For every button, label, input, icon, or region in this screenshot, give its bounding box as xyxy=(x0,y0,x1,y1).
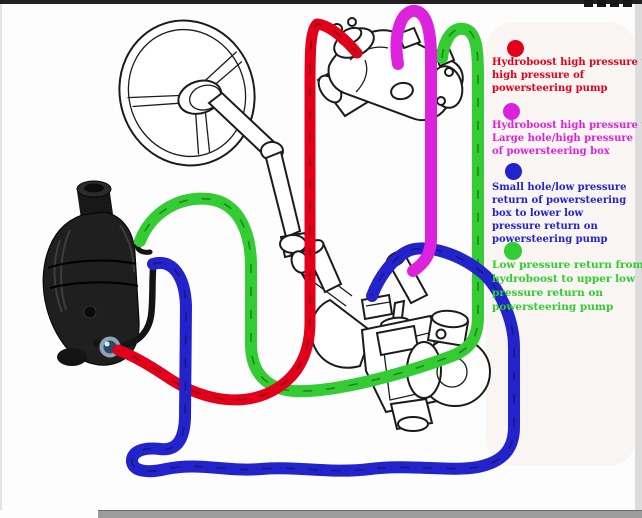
power-steering-pump xyxy=(42,180,157,366)
bottom-border xyxy=(98,510,642,518)
legend-dot-magenta-icon xyxy=(503,103,520,120)
right-border xyxy=(635,4,642,510)
wheel-spokes xyxy=(127,51,243,155)
legend-dot-red-icon xyxy=(507,40,524,57)
hose-hatch xyxy=(131,247,515,472)
top-edge-dashes xyxy=(580,0,640,9)
hose-blue-small-hole-return xyxy=(126,242,520,478)
legend-dot-green-icon xyxy=(504,242,522,260)
left-border xyxy=(0,4,2,510)
legend-label-magenta: Hydroboost high pressure to Large hole/h… xyxy=(492,120,642,157)
legend-label-green: Low pressure return from hydroboost to u… xyxy=(492,259,642,313)
steering-gearbox xyxy=(290,239,491,432)
hose-red-high-pressure xyxy=(112,18,363,406)
hose-hatch xyxy=(139,28,479,392)
legend-label-blue: Small hole/low pressure return of powers… xyxy=(492,182,627,245)
hose-green-low-pressure-return xyxy=(134,22,484,398)
legend-dot-blue-icon xyxy=(505,163,522,180)
top-border xyxy=(0,0,642,4)
steering-wheel xyxy=(118,19,256,167)
legend-label-red: Hydroboost high pressure to high pressur… xyxy=(492,57,642,94)
hose-hatch xyxy=(117,23,358,401)
hose-magenta-high-pressure-to-box xyxy=(390,5,437,277)
